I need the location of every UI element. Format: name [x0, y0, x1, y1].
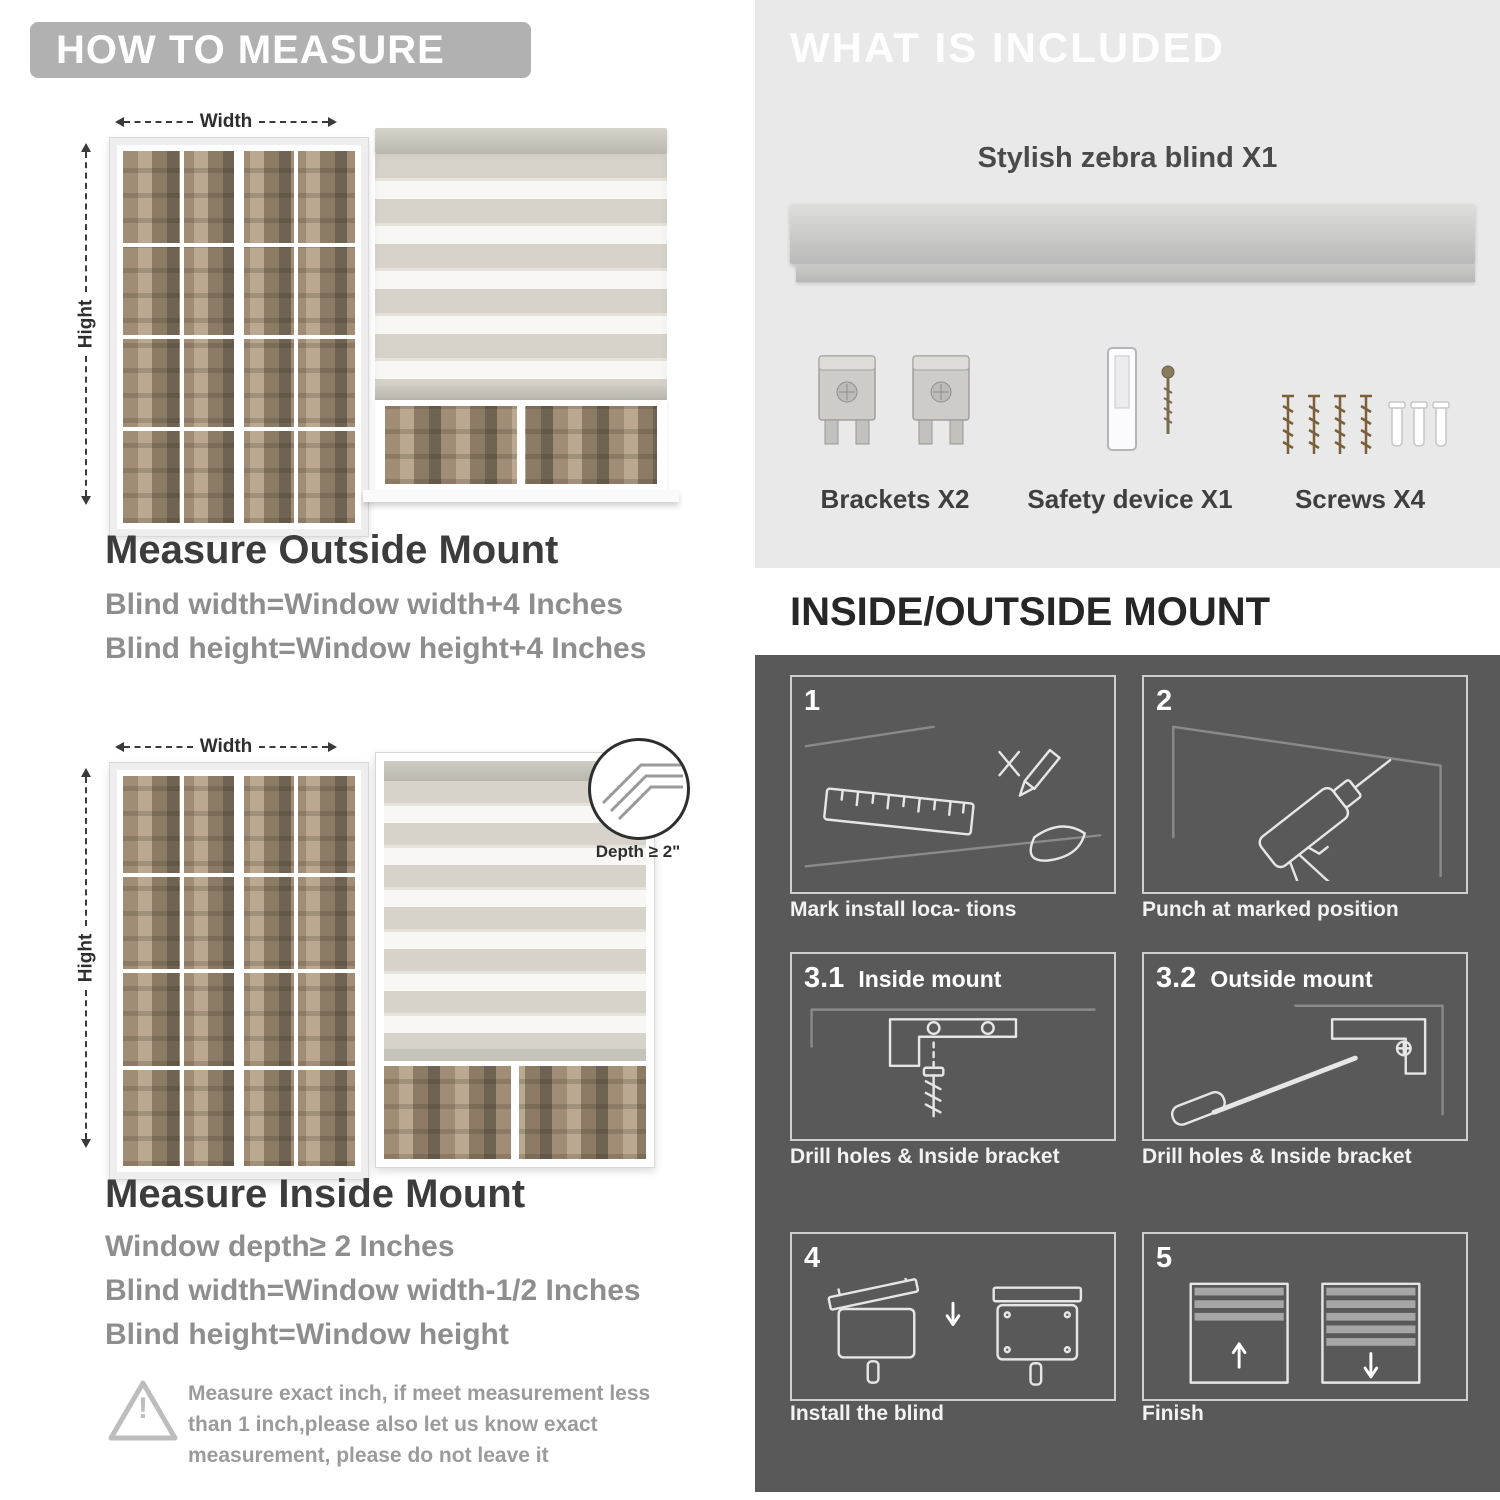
window-illustration: [109, 137, 369, 537]
step-4-illustration: [827, 1278, 1083, 1386]
arrow-right-icon: [328, 742, 342, 752]
screws-icon: [1272, 388, 1452, 475]
step-box-3-2: 3.2 Outside mount: [1142, 952, 1468, 1141]
width-label: Width: [199, 736, 253, 757]
included-panel: [755, 0, 1500, 568]
width-arrow: Width: [110, 736, 342, 757]
window-panes: [123, 151, 355, 523]
frame-corner-zoom: [601, 763, 683, 821]
zebra-fabric: [384, 781, 646, 1049]
brackets-icon: [815, 352, 975, 457]
warning-triangle-icon: !: [106, 1378, 180, 1444]
how-to-measure-header: HOW TO MEASURE: [30, 22, 531, 78]
step-1-caption: Mark install loca- tions: [790, 898, 1017, 921]
window-illustration: [109, 762, 369, 1180]
step-3-2-title: Outside mount: [1210, 966, 1373, 992]
step-box-4: 4: [790, 1232, 1116, 1401]
step-box-2: 2: [1142, 675, 1468, 894]
step-box-3-1: 3.1 Inside mount: [790, 952, 1116, 1141]
window-panes: [384, 1061, 646, 1159]
arrow-up-icon: [81, 763, 91, 777]
step-4-caption: Install the blind: [790, 1402, 945, 1425]
product-name-label: Stylish zebra blind X1: [977, 142, 1278, 174]
zebra-blind-headrail-ledge: [796, 264, 1475, 282]
height-arrow: Hight: [75, 763, 97, 1153]
warning-line-3: measurement, please do not leave it: [188, 1444, 549, 1467]
depth-callout: Depth ≥ 2": [595, 842, 681, 861]
height-label: Hight: [75, 933, 97, 983]
arrow-down-icon: [81, 1139, 91, 1153]
width-label: Width: [199, 111, 253, 132]
mount-section-header: INSIDE/OUTSIDE MOUNT: [790, 590, 1271, 634]
warning-exclamation: !: [138, 1392, 148, 1425]
zebra-fabric: [375, 154, 667, 386]
step-5-caption: Finish: [1142, 1402, 1204, 1425]
step-box-5: 5: [1142, 1232, 1468, 1401]
step-5-illustration: [1189, 1282, 1421, 1384]
screws-label: Screws X4: [1294, 484, 1426, 514]
window-panes: [123, 776, 355, 1166]
blind-bottom-rail: [384, 1049, 646, 1061]
step-3-1-title: Inside mount: [858, 966, 1002, 992]
blind-cassette: [375, 128, 667, 154]
step-2-number: 2: [1156, 685, 1173, 717]
blind-cassette: [384, 761, 646, 781]
outside-mount-line-2: Blind height=Window height+4 Inches: [105, 632, 647, 665]
window-sill: [363, 490, 679, 502]
warning-line-1: Measure exact inch, if meet measurement …: [188, 1382, 651, 1405]
arrow-right-icon: [328, 117, 342, 127]
inside-mount-line-2: Blind width=Window width-1/2 Inches: [105, 1274, 641, 1307]
height-label: Hight: [75, 299, 97, 349]
depth-magnifier-icon: [588, 738, 690, 840]
outside-mount-title: Measure Outside Mount: [105, 528, 559, 572]
safety-device-icon: [1090, 342, 1200, 465]
inside-mount-line-3: Blind height=Window height: [105, 1318, 509, 1351]
arrow-down-icon: [81, 496, 91, 510]
step-1-illustration: [804, 725, 1102, 868]
step-3-1-illustration: [810, 1008, 1096, 1118]
brackets-label: Brackets X2: [820, 484, 970, 514]
inside-mount-title: Measure Inside Mount: [105, 1172, 526, 1216]
arrow-left-icon: [110, 742, 124, 752]
step-1-number: 1: [804, 685, 821, 717]
outside-mount-line-1: Blind width=Window width+4 Inches: [105, 588, 624, 621]
window-bottom: [375, 400, 667, 490]
step-3-2-illustration: [1170, 1004, 1444, 1126]
warning-line-2: than 1 inch,please also let us know exac…: [188, 1413, 598, 1436]
inside-window-figure: Width Hight: [60, 735, 369, 1180]
arrow-left-icon: [110, 117, 124, 127]
step-5-number: 5: [1156, 1242, 1173, 1274]
step-2-illustration: [1172, 725, 1442, 881]
step-3-2-number: 3.2: [1156, 962, 1197, 994]
arrow-up-icon: [81, 138, 91, 152]
step-4-number: 4: [804, 1242, 821, 1274]
outside-window-figure: Width Hight: [60, 110, 369, 537]
step-2-caption: Punch at marked position: [1142, 898, 1399, 921]
width-arrow: Width: [110, 111, 342, 132]
step-3-2-caption: Drill holes & Inside bracket: [1142, 1145, 1412, 1168]
outside-mount-blind-illustration: [363, 128, 679, 502]
safety-device-label: Safety device X1: [1027, 484, 1233, 514]
height-arrow: Hight: [75, 138, 97, 510]
step-3-1-number: 3.1: [804, 962, 845, 994]
step-box-1: 1: [790, 675, 1116, 894]
inside-mount-line-1: Window depth≥ 2 Inches: [105, 1230, 455, 1263]
what-is-included-header: WHAT IS INCLUDED: [790, 24, 1225, 71]
zebra-blind-headrail: [790, 204, 1475, 264]
step-3-1-caption: Drill holes & Inside bracket: [790, 1145, 1060, 1168]
blind-bottom-rail: [375, 386, 667, 400]
